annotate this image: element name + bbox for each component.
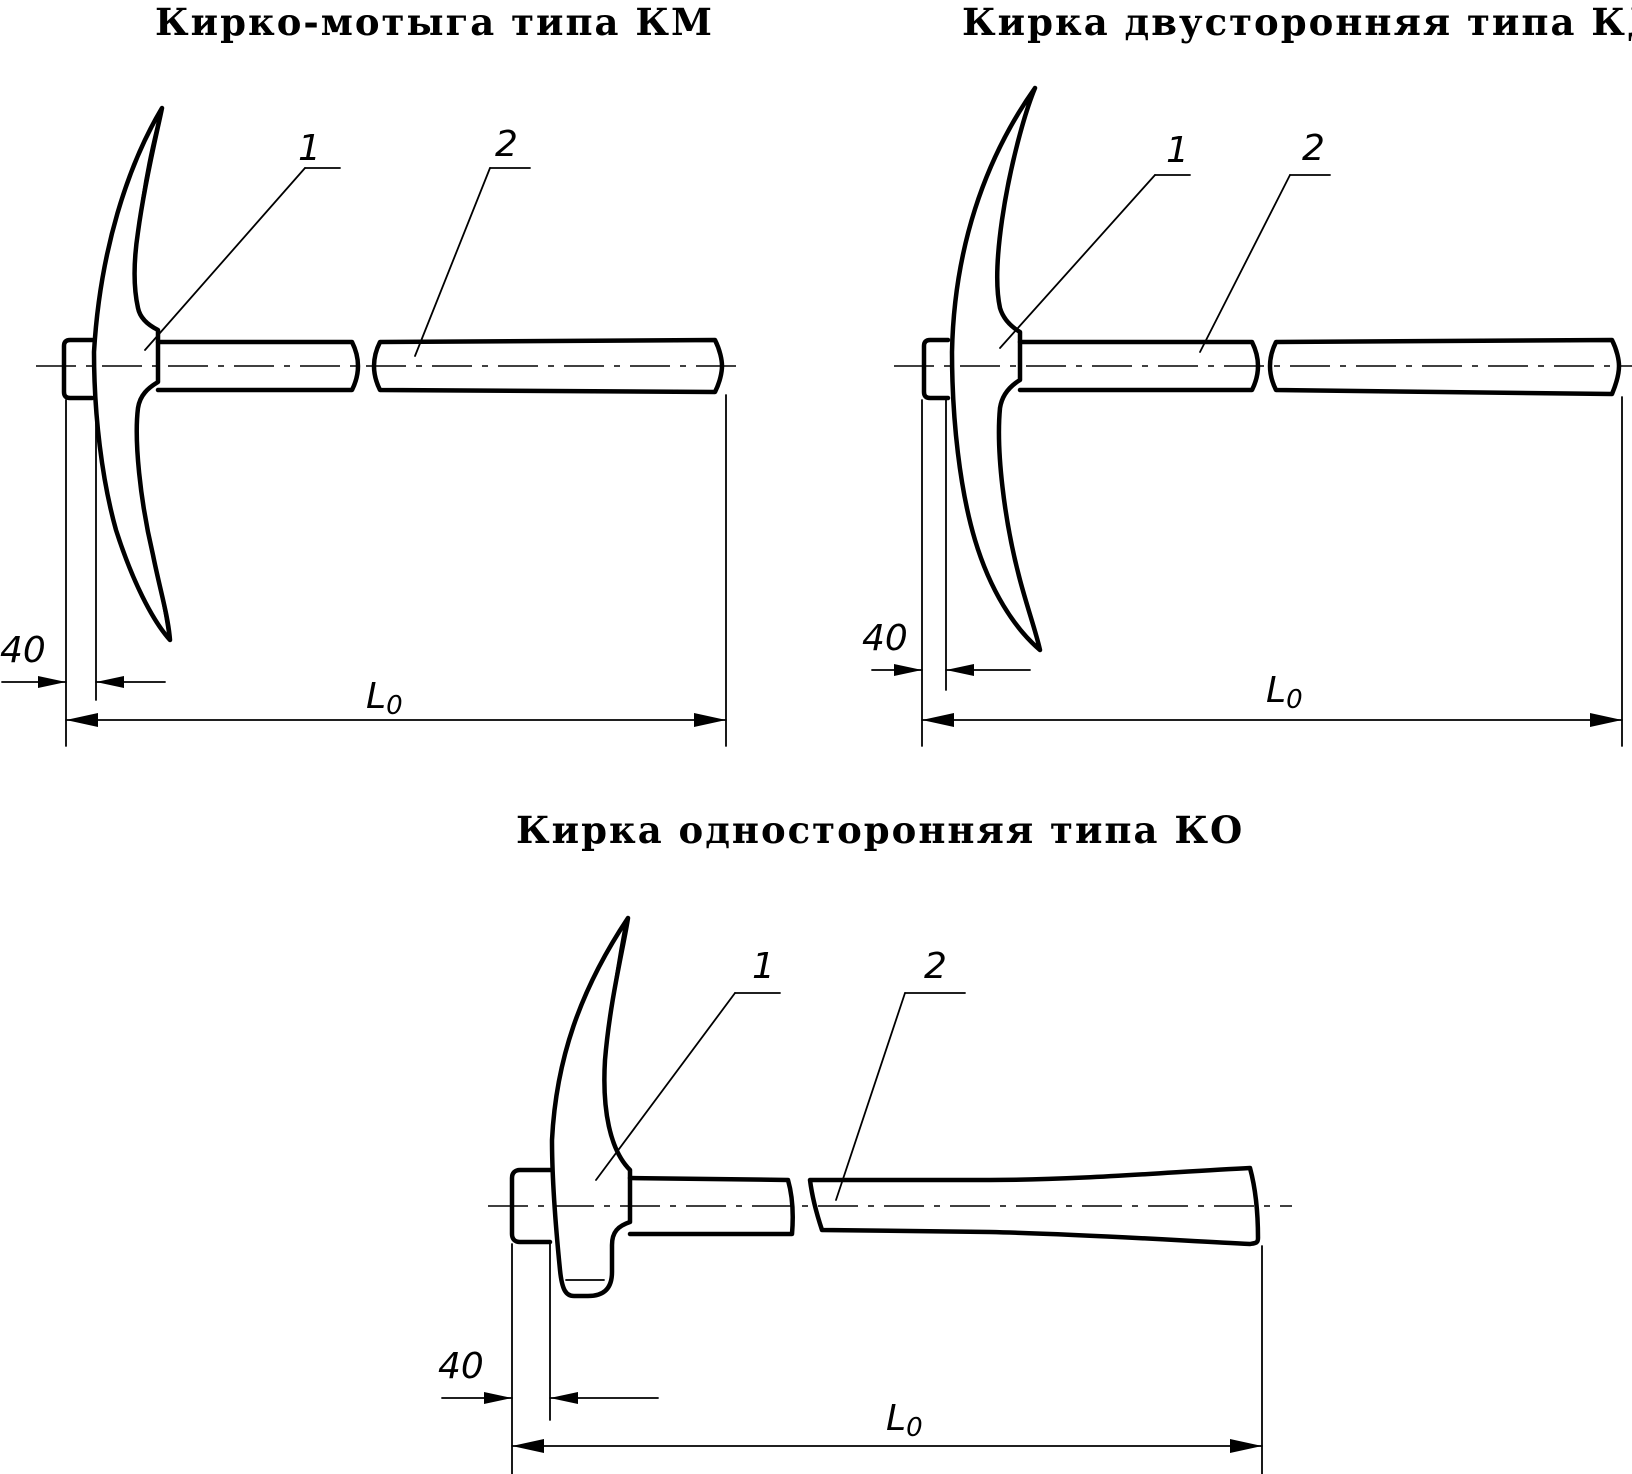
figure-title-ko: Кирка односторонняя типа КО — [516, 808, 1245, 852]
dim-offset-km: 40 — [0, 630, 46, 671]
callout-handle-km: 2 — [495, 124, 518, 165]
callout-handle-kd: 2 — [1302, 128, 1325, 169]
callout-handle-ko: 2 — [924, 946, 947, 987]
dim-length-kd: L0 — [1266, 670, 1303, 715]
leaders-ko — [595, 992, 966, 1201]
leaders-km — [144, 167, 531, 357]
pick-head-km — [61, 105, 173, 643]
dim-length-ko: L0 — [886, 1398, 923, 1443]
callout-head-ko: 1 — [752, 946, 775, 987]
dim-offset-kd: 40 — [862, 618, 908, 659]
handle-kd — [1017, 337, 1622, 397]
pick-head-ko — [509, 915, 633, 1299]
dimension-ko — [441, 1243, 1263, 1474]
figure-title-km: Кирко-мотыга типа КМ — [155, 0, 715, 44]
dim-offset-ko: 40 — [438, 1346, 484, 1387]
pick-head-kd — [921, 85, 1043, 653]
handle-ko — [627, 1165, 1261, 1247]
callout-head-kd: 1 — [1166, 130, 1189, 171]
leaders-kd — [999, 174, 1331, 353]
handle-km — [155, 337, 725, 395]
dimension-km — [1, 394, 727, 747]
dimension-kd — [871, 396, 1623, 747]
figure-kd: 1 2 40 L0 — [862, 85, 1632, 747]
callout-head-km: 1 — [298, 128, 321, 169]
figure-km: 1 2 40 L0 — [0, 105, 742, 747]
dim-length-km: L0 — [366, 676, 403, 721]
figure-ko: 1 2 40 L0 — [438, 915, 1292, 1474]
figure-title-kd: Кирка двусторонняя типа КД — [962, 0, 1632, 44]
